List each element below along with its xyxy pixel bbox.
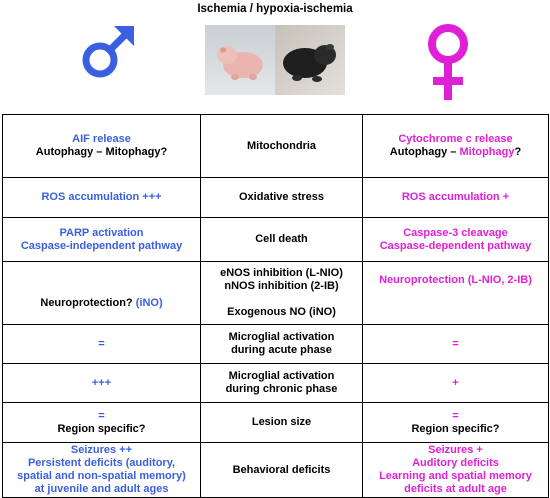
female-cell-line: = (452, 337, 459, 350)
male-symbol-icon (82, 26, 134, 78)
male-cell-line: Caspase-independent pathway (20, 239, 183, 252)
table-row: Seizures ++Persistent deficits (auditory… (2, 442, 549, 498)
female-cell-line: + (452, 376, 459, 389)
male-cell: =Region specific? (2, 402, 201, 443)
male-cell-line: +++ (91, 376, 112, 389)
table-row: Neuroprotection? (iNO) eNOS inhibition (… (2, 261, 549, 325)
middle-cell: Mitochondria (200, 114, 363, 178)
male-cell-line: spatial and non-spatial memory) (17, 470, 186, 482)
middle-cell: Oxidative stress (200, 177, 363, 218)
male-cell: = (2, 324, 201, 364)
middle-cell: Behavioral deficits (200, 442, 363, 498)
male-cell-line: = (98, 337, 105, 350)
cell-text-part: Autophagy – (389, 146, 460, 158)
male-cell-line: = (98, 409, 105, 422)
male-cell-line: PARP activation (59, 226, 144, 239)
female-cell-line: Neuroprotection (L-NIO, 2-IB) (379, 274, 532, 286)
female-cell-line: Auditory deficits (412, 457, 499, 469)
female-symbol-icon (428, 24, 468, 100)
middle-cell: Lesion size (200, 402, 363, 443)
middle-cell-line: Lesion size (251, 416, 312, 428)
female-cell-line: Learning and spatial memory (379, 470, 532, 482)
middle-cell-line: Microglial activation (228, 331, 335, 343)
middle-cell-line: nNOS inhibition (2-IB) (224, 280, 339, 292)
table-row: =Region specific? Lesion size =Region sp… (2, 402, 549, 443)
cell-text-part: (iNO) (135, 297, 163, 309)
female-cell-line: Region specific? (411, 422, 500, 435)
male-cell-line: at juvenile and adult ages (34, 483, 169, 495)
middle-cell-line: Microglial activation (228, 370, 335, 382)
table-row: ROS accumulation +++ Oxidative stress RO… (2, 177, 549, 218)
middle-cell-line: Exogenous NO (iNO) (227, 306, 336, 318)
figure-title: Ischemia / hypoxia-ischemia (197, 3, 353, 15)
middle-cell-line: eNOS inhibition (L-NIO) (220, 267, 343, 279)
male-cell: Neuroprotection? (iNO) (2, 261, 201, 325)
female-cell-line: Caspase-dependent pathway (379, 239, 532, 252)
middle-cell-line (205, 293, 358, 306)
female-cell-line: = (452, 409, 459, 422)
middle-cell: eNOS inhibition (L-NIO)nNOS inhibition (… (200, 261, 363, 325)
cell-text-part: Mitophagy (459, 146, 515, 158)
female-cell-line: Caspase-3 cleavage (403, 226, 508, 239)
female-cell-line: Seizures + (428, 444, 483, 456)
female-cell: = (362, 324, 549, 364)
middle-cell-line: Behavioral deficits (232, 463, 331, 476)
female-cell: Neuroprotection (L-NIO, 2-IB) (362, 261, 549, 325)
cell-text-part: ? (514, 146, 522, 158)
male-cell: Seizures ++Persistent deficits (auditory… (2, 442, 201, 498)
middle-cell-line: Oxidative stress (239, 191, 324, 203)
mouse-pups-photo (205, 25, 345, 95)
female-cell-line: Cytochrome c release (398, 133, 513, 145)
male-cell-line: Persistent deficits (auditory, (27, 457, 176, 469)
middle-cell-line: during chronic phase (225, 383, 338, 395)
male-cell-line: Seizures ++ (70, 444, 133, 456)
middle-cell-line: Cell death (255, 233, 308, 245)
male-cell-line: Region specific? (57, 422, 146, 435)
female-cell-line: Autophagy – Mitophagy? (367, 146, 544, 159)
female-cell-line: ROS accumulation + (401, 191, 510, 203)
male-cell-line: Neuroprotection? (iNO) (7, 297, 196, 310)
female-cell: ROS accumulation + (362, 177, 549, 218)
middle-cell-line: during acute phase (231, 344, 332, 356)
male-cell-line: AIF release (72, 133, 131, 145)
male-cell: ROS accumulation +++ (2, 177, 201, 218)
female-cell-line: deficits at adult age (404, 483, 507, 495)
male-cell-line: ROS accumulation +++ (41, 191, 162, 203)
middle-cell: Cell death (200, 217, 363, 262)
male-cell: +++ (2, 363, 201, 403)
female-cell: + (362, 363, 549, 403)
middle-cell-line: Mitochondria (246, 139, 317, 152)
male-cell-line: Autophagy – Mitophagy? (35, 146, 168, 158)
cell-text-part: Neuroprotection? (40, 297, 136, 309)
female-cell: =Region specific? (362, 402, 549, 443)
